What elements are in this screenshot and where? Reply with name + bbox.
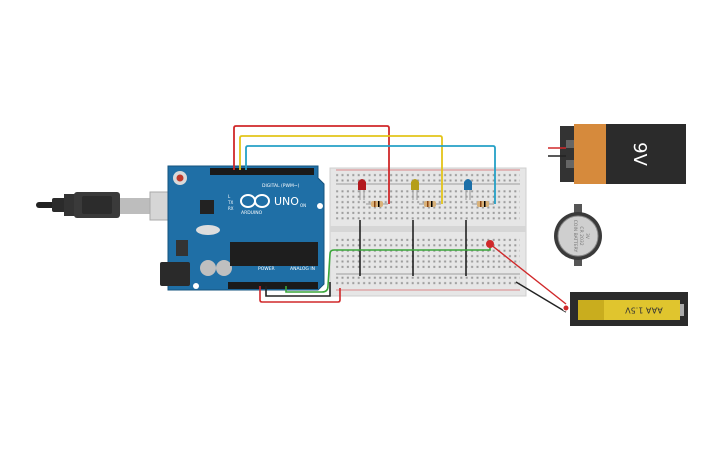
voltage-regulator <box>176 240 188 256</box>
resistor-1[interactable] <box>366 201 388 207</box>
wire-cyan-pin[interactable] <box>245 145 496 204</box>
battery-aaa-label: AAA 1.5V <box>625 306 663 315</box>
on-led-label: ON <box>300 203 306 208</box>
wire-black-battery[interactable] <box>515 281 567 313</box>
atmega-chip <box>230 242 318 266</box>
digital-header[interactable] <box>210 168 314 175</box>
usb-chip <box>200 200 214 214</box>
infinity-logo-icon <box>240 194 270 208</box>
battery-9v-label: 9V <box>629 142 650 166</box>
power-analog-header[interactable] <box>228 282 318 289</box>
analog-pins-label: ANALOG IN <box>290 266 315 272</box>
wire-yellow-pin[interactable] <box>239 135 443 204</box>
wire-red-5v[interactable] <box>259 286 341 303</box>
led-red[interactable] <box>358 179 366 200</box>
wire-red-battery[interactable] <box>489 243 567 305</box>
wire-red-pin[interactable] <box>233 125 390 204</box>
led-blue[interactable] <box>464 179 472 200</box>
coin-label-2: CR 2032 <box>578 226 584 245</box>
digital-pins-label: DIGITAL (PWM~) <box>262 183 300 189</box>
power-pins-label: POWER <box>258 266 275 272</box>
battery-aaa[interactable]: AAA 1.5V <box>570 292 688 326</box>
coin-label-3: 3V <box>584 233 590 240</box>
crystal <box>196 225 220 235</box>
l-led-label: L <box>228 194 231 199</box>
coin-label-1: COIN BATTERY <box>572 220 578 253</box>
power-jack <box>160 262 190 286</box>
led-yellow[interactable] <box>411 179 419 200</box>
resistor-3[interactable] <box>472 201 494 207</box>
arduino-uno-board[interactable]: UNO ARDUINO DIGITAL (PWM~) POWER ANALOG … <box>160 165 325 291</box>
wire-green-analog[interactable] <box>285 244 491 293</box>
board-name-label: UNO <box>274 195 299 208</box>
resistor-2[interactable] <box>419 201 441 207</box>
rx-label: RX <box>228 206 234 211</box>
battery-9v[interactable]: 9V <box>548 124 686 184</box>
coin-battery[interactable]: COIN BATTERY CR 2032 3V <box>554 204 602 266</box>
maker-label: ARDUINO <box>241 210 263 216</box>
usb-cable-icon[interactable] <box>36 191 191 221</box>
capacitor-2 <box>216 260 232 276</box>
capacitor-1 <box>200 260 216 276</box>
wire-black-gnd[interactable] <box>265 282 331 297</box>
tx-label: TX <box>227 200 233 205</box>
ground-jumpers[interactable] <box>359 220 467 276</box>
